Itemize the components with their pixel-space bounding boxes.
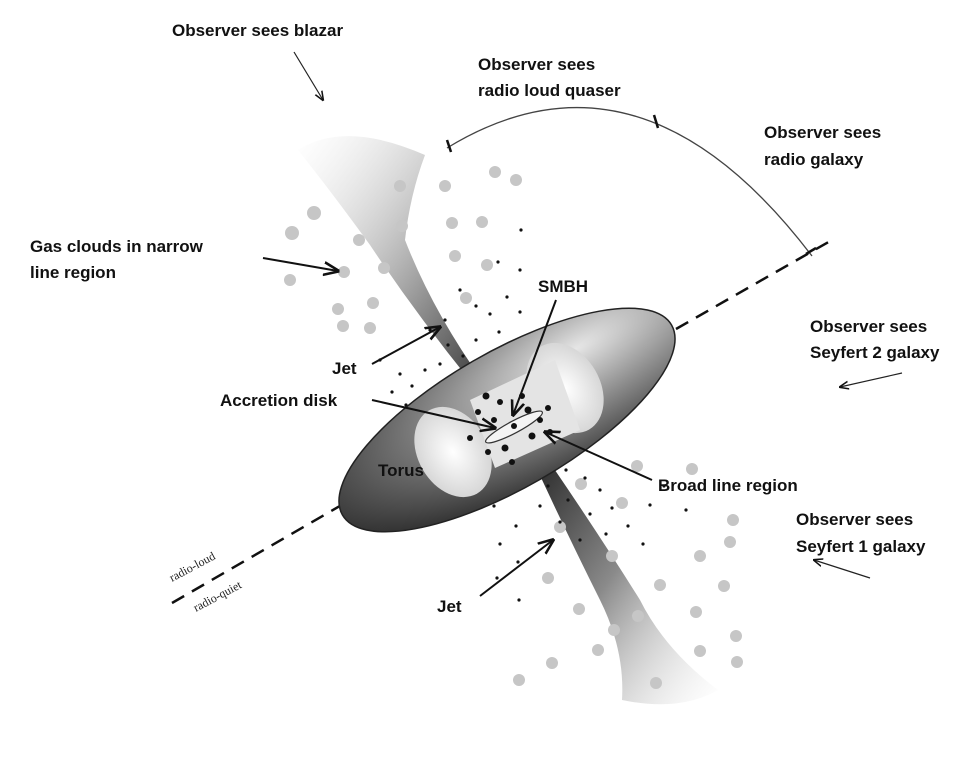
label-seyfert2-line2: Seyfert 2 galaxy [810, 343, 940, 362]
label-gas-clouds-line2: line region [30, 263, 116, 282]
label-radio-galaxy-line2: radio galaxy [764, 150, 864, 169]
label-jet-upper: Jet [332, 359, 357, 378]
radio-divider-line-lower [172, 503, 345, 603]
torus-shape [308, 266, 705, 574]
label-seyfert1-line2: Seyfert 1 galaxy [796, 537, 926, 556]
label-blazar: Observer sees blazar [172, 21, 343, 40]
arrow-jet-lower [480, 540, 553, 596]
arrow-blazar [294, 52, 323, 100]
label-torus: Torus [378, 461, 424, 480]
label-radio-quiet: radio-quiet [191, 577, 245, 614]
arrow-jet-upper [372, 327, 440, 364]
label-quasar-line1: Observer sees [478, 55, 595, 74]
label-radio-loud: radio-loud [167, 549, 218, 585]
label-broad-line-region: Broad line region [658, 476, 798, 495]
label-gas-clouds-line1: Gas clouds in narrow [30, 237, 204, 256]
label-smbh: SMBH [538, 277, 588, 296]
arrow-seyfert1 [814, 560, 870, 578]
label-radio-galaxy-line1: Observer sees [764, 123, 881, 142]
label-seyfert1-line1: Observer sees [796, 510, 913, 529]
label-quasar-line2: radio loud quaser [478, 81, 621, 100]
viewing-angle-arc [447, 108, 812, 256]
label-accretion-disk: Accretion disk [220, 391, 338, 410]
label-jet-lower: Jet [437, 597, 462, 616]
arrow-gas-clouds [263, 258, 338, 271]
label-seyfert2-line1: Observer sees [810, 317, 927, 336]
arrow-seyfert2 [840, 373, 902, 387]
arc-tick-2 [654, 115, 658, 128]
